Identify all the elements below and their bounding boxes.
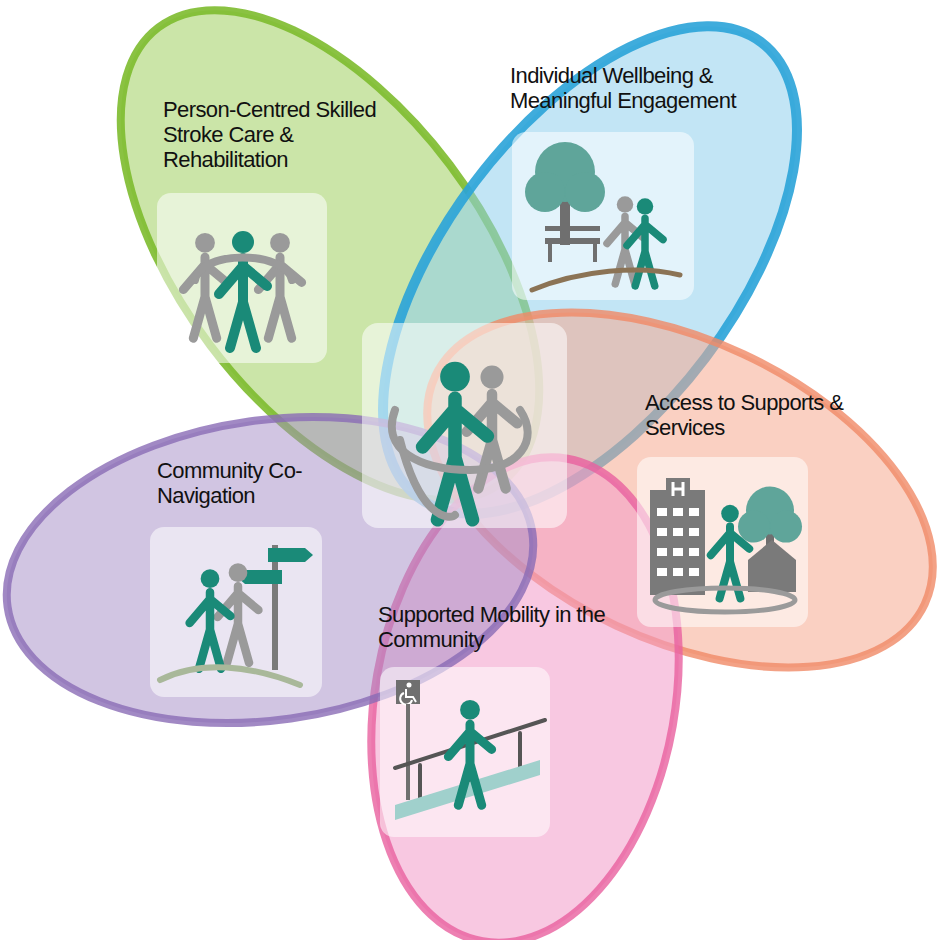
petal-label-area: Supported Mobility in the Community	[378, 602, 608, 652]
petal-label-area: Community Co-Navigation	[157, 458, 332, 508]
petal-label: Access to Supports & Services	[645, 390, 875, 440]
petal-label: Community Co-Navigation	[157, 458, 332, 508]
petal-label: Person-Centred Skilled Stroke Care & Reh…	[163, 97, 378, 172]
petal-label: Individual Wellbeing & Meaningful Engage…	[510, 63, 790, 113]
petal-label-area: Individual Wellbeing & Meaningful Engage…	[510, 63, 790, 113]
petal-label-area: Person-Centred Skilled Stroke Care & Reh…	[163, 97, 378, 172]
petal-label: Supported Mobility in the Community	[378, 602, 608, 652]
petal-label-area: Access to Supports & Services	[645, 390, 875, 440]
